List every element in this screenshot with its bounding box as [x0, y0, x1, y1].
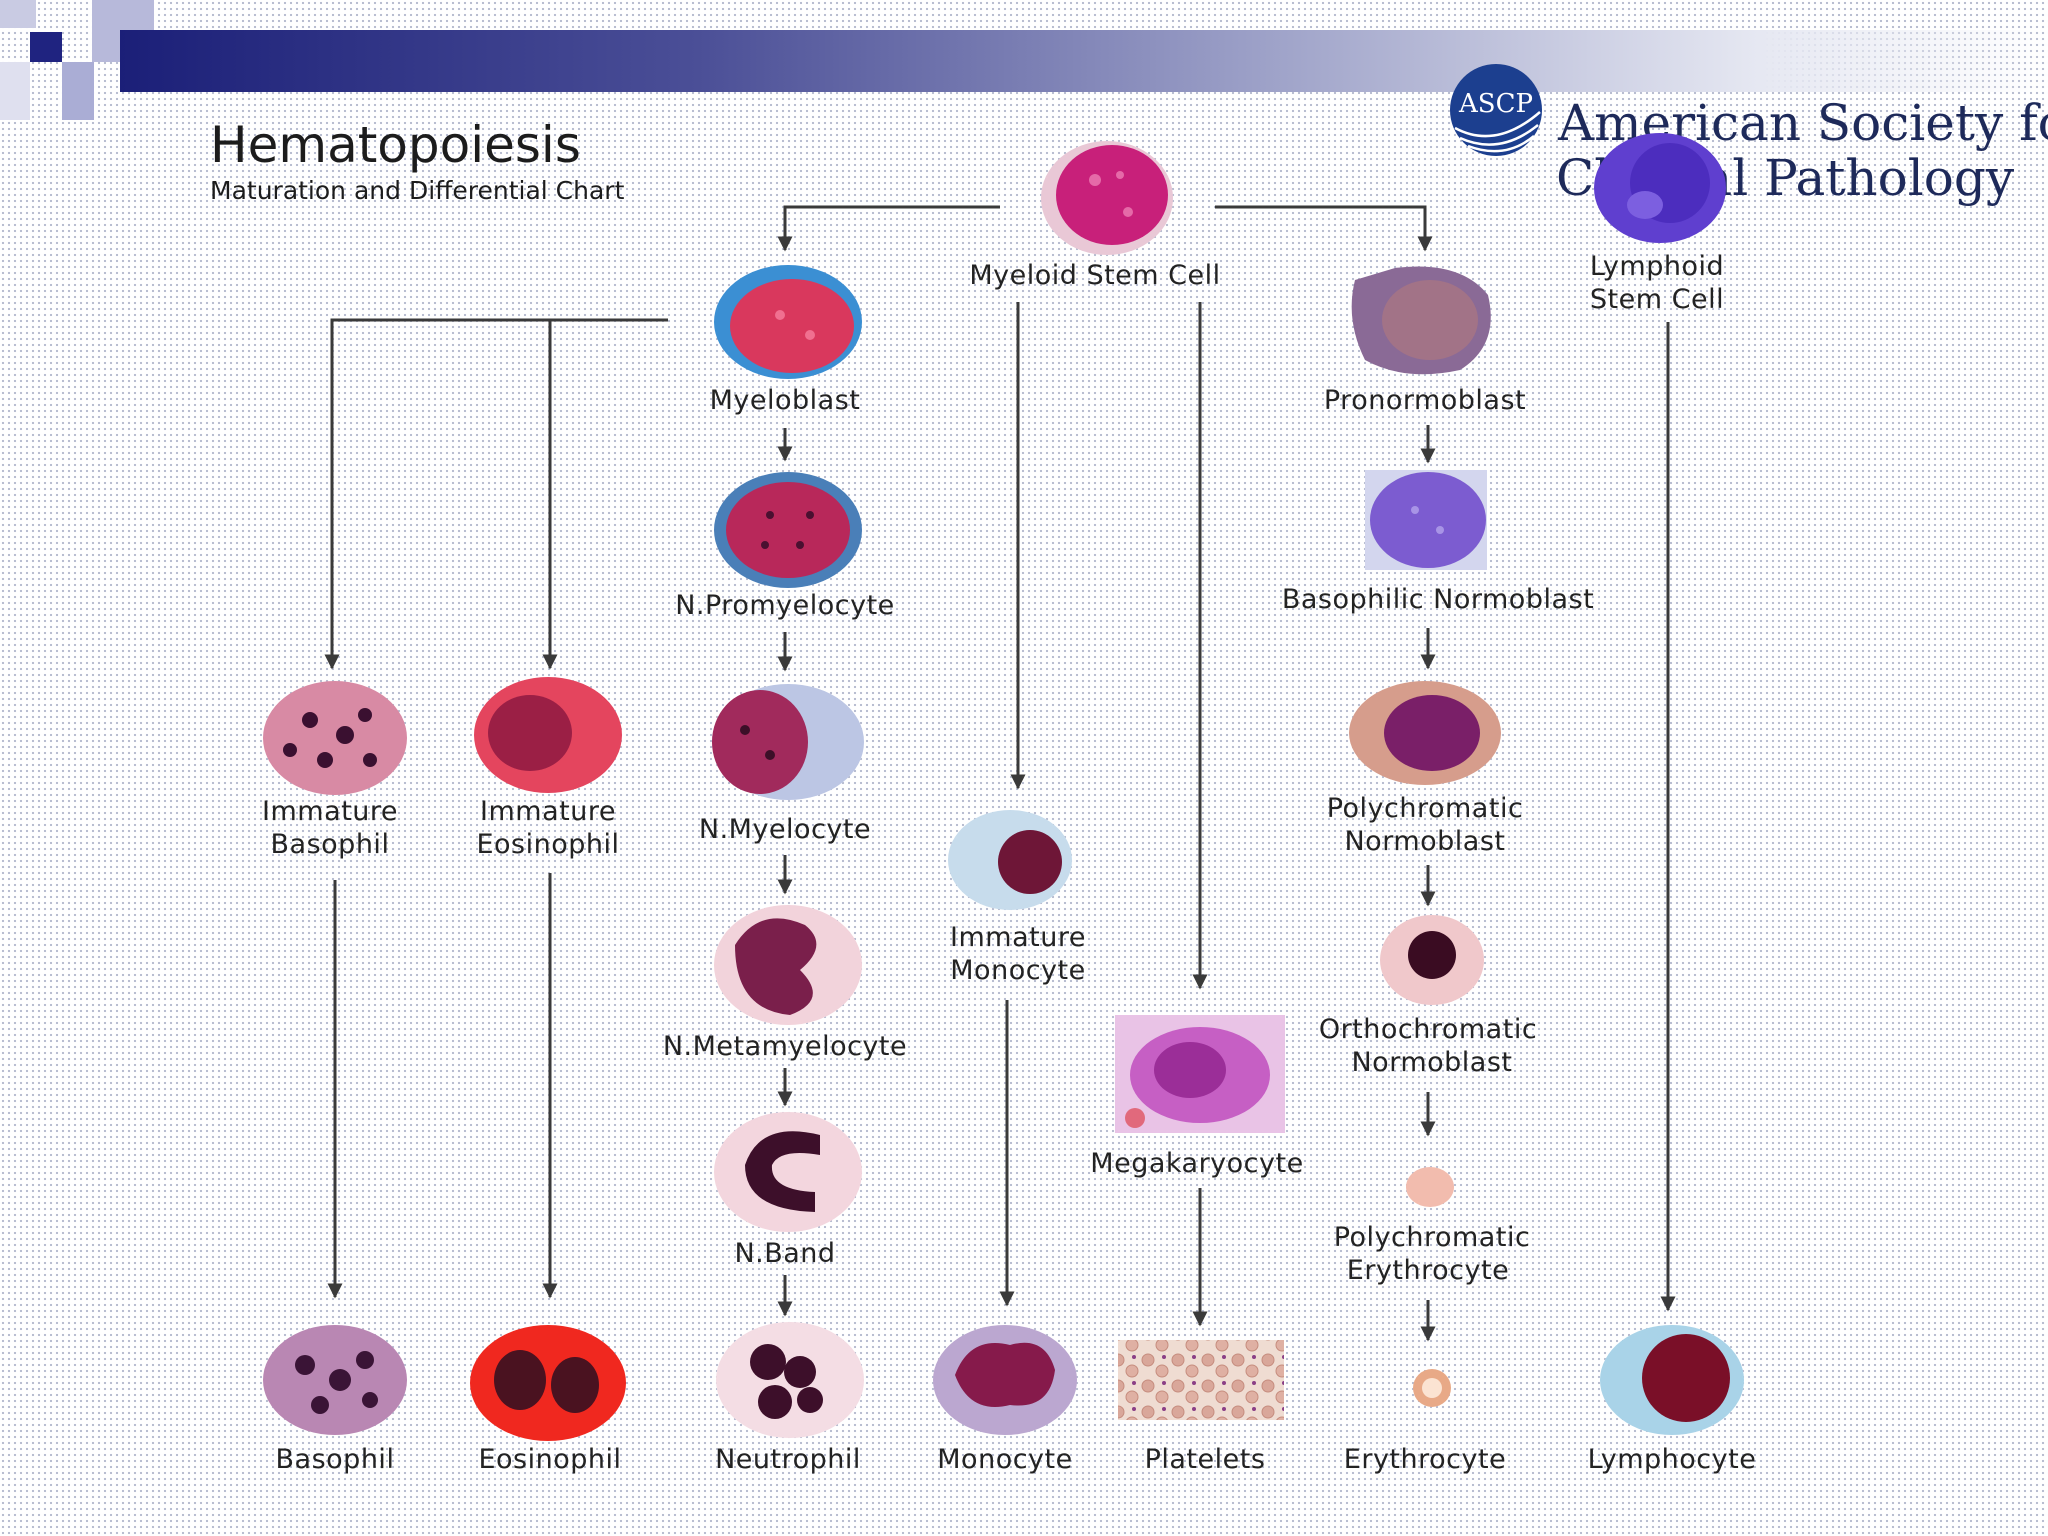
label-lymphoid-stem-cell-2: Stem Cell [1590, 284, 1724, 315]
decor-square [0, 62, 30, 120]
arrows [324, 205, 1676, 1342]
basophil-image [263, 1325, 407, 1435]
label-myelocyte: N.Myelocyte [699, 814, 871, 845]
megakaryocyte-image [1115, 1015, 1285, 1133]
label-metamyelocyte: N.Metamyelocyte [663, 1031, 907, 1062]
label-eosinophil: Eosinophil [478, 1444, 621, 1475]
label-orthochromatic-normoblast-1: Orthochromatic [1319, 1014, 1537, 1045]
label-megakaryocyte: Megakaryocyte [1090, 1148, 1303, 1179]
label-pronormoblast: Pronormoblast [1324, 385, 1526, 416]
title-bar [120, 30, 2048, 92]
label-polychromatic-erythrocyte-2: Erythrocyte [1347, 1255, 1509, 1286]
label-polychromatic-normoblast-2: Normoblast [1344, 826, 1505, 857]
label-lymphoid-stem-cell-1: Lymphoid [1590, 251, 1724, 282]
arrow [1215, 205, 1433, 252]
label-basophil: Basophil [276, 1444, 395, 1475]
polychromatic-normoblast-image [1349, 681, 1501, 785]
immature-monocyte-image [948, 810, 1072, 910]
platelets-image [1118, 1340, 1284, 1420]
label-myeloblast: Myeloblast [710, 385, 861, 416]
label-polychromatic-erythrocyte-1: Polychromatic [1334, 1222, 1531, 1253]
decor-square [0, 0, 36, 28]
label-lymphocyte: Lymphocyte [1588, 1444, 1757, 1475]
label-immature-basophil-1: Immature [262, 796, 398, 827]
immature-basophil-image [263, 681, 407, 795]
label-band: N.Band [734, 1238, 835, 1269]
orthochromatic-normoblast-image [1380, 915, 1484, 1005]
label-immature-monocyte-2: Monocyte [950, 955, 1085, 986]
promyelocyte-image [714, 472, 862, 588]
label-immature-eosinophil-1: Immature [480, 796, 616, 827]
metamyelocyte-image [714, 905, 862, 1025]
label-erythrocyte: Erythrocyte [1344, 1444, 1506, 1475]
label-immature-monocyte-1: Immature [950, 922, 1086, 953]
arrow [324, 318, 668, 670]
myeloblast-image [714, 265, 862, 379]
label-immature-basophil-2: Basophil [271, 829, 390, 860]
label-basophilic-normoblast: Basophilic Normoblast [1282, 584, 1594, 615]
basophilic-normoblast-image [1365, 470, 1487, 570]
pronormoblast-image [1351, 266, 1491, 375]
label-monocyte: Monocyte [937, 1444, 1072, 1475]
label-polychromatic-normoblast-1: Polychromatic [1327, 793, 1524, 824]
decor-square [62, 62, 94, 120]
lymphocyte-image [1600, 1325, 1744, 1435]
cell-labels: Myeloid Stem Cell Lymphoid Stem Cell Mye… [262, 251, 1756, 1475]
band-image [714, 1112, 862, 1232]
label-myeloid-stem-cell: Myeloid Stem Cell [969, 260, 1220, 291]
decor-square [30, 32, 62, 62]
neutrophil-image [716, 1322, 864, 1438]
erythrocyte-image [1413, 1369, 1451, 1407]
immature-eosinophil-image [474, 677, 622, 793]
label-orthochromatic-normoblast-2: Normoblast [1351, 1047, 1512, 1078]
ascp-badge-text: ASCP [1458, 89, 1533, 119]
label-platelets: Platelets [1145, 1444, 1266, 1475]
myelocyte-image [712, 684, 864, 800]
arrow [777, 205, 1000, 252]
page-title: Hematopoiesis [210, 116, 581, 174]
ascp-badge-icon [1450, 64, 1542, 156]
myeloid-stem-cell-image [1041, 141, 1173, 255]
eosinophil-image [470, 1325, 626, 1441]
monocyte-image [933, 1325, 1077, 1435]
ascp-logo: ASCP American Society for Clinical Patho… [1450, 64, 2048, 207]
lymphoid-stem-cell-image [1594, 133, 1726, 243]
polychromatic-erythrocyte-image [1406, 1167, 1454, 1207]
label-promyelocyte: N.Promyelocyte [675, 590, 895, 621]
label-neutrophil: Neutrophil [715, 1444, 861, 1475]
page-subtitle: Maturation and Differential Chart [210, 176, 625, 205]
label-immature-eosinophil-2: Eosinophil [476, 829, 619, 860]
